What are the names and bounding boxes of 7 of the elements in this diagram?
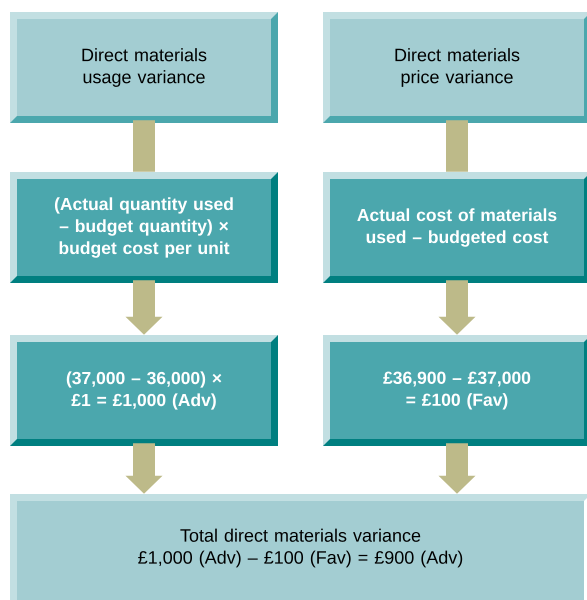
variance-box: Direct materials usage variance	[10, 12, 278, 123]
formula-box: £36,900 – £37,000 = £100 (Fav)	[323, 335, 587, 446]
total-box: Total direct materials variance £1,000 (Adv) – £100 (Fav) = £900 (Adv)	[10, 494, 587, 600]
formula-box: (Actual quantity used – budget quantity) × budget cost per unit	[10, 172, 278, 283]
formula-box: (37,000 – 36,000) × £1 = £1,000 (Adv)	[10, 335, 278, 446]
variance-box: Direct materials price variance	[323, 12, 587, 123]
formula-box: Actual cost of materials used – budgeted cost	[323, 172, 587, 283]
